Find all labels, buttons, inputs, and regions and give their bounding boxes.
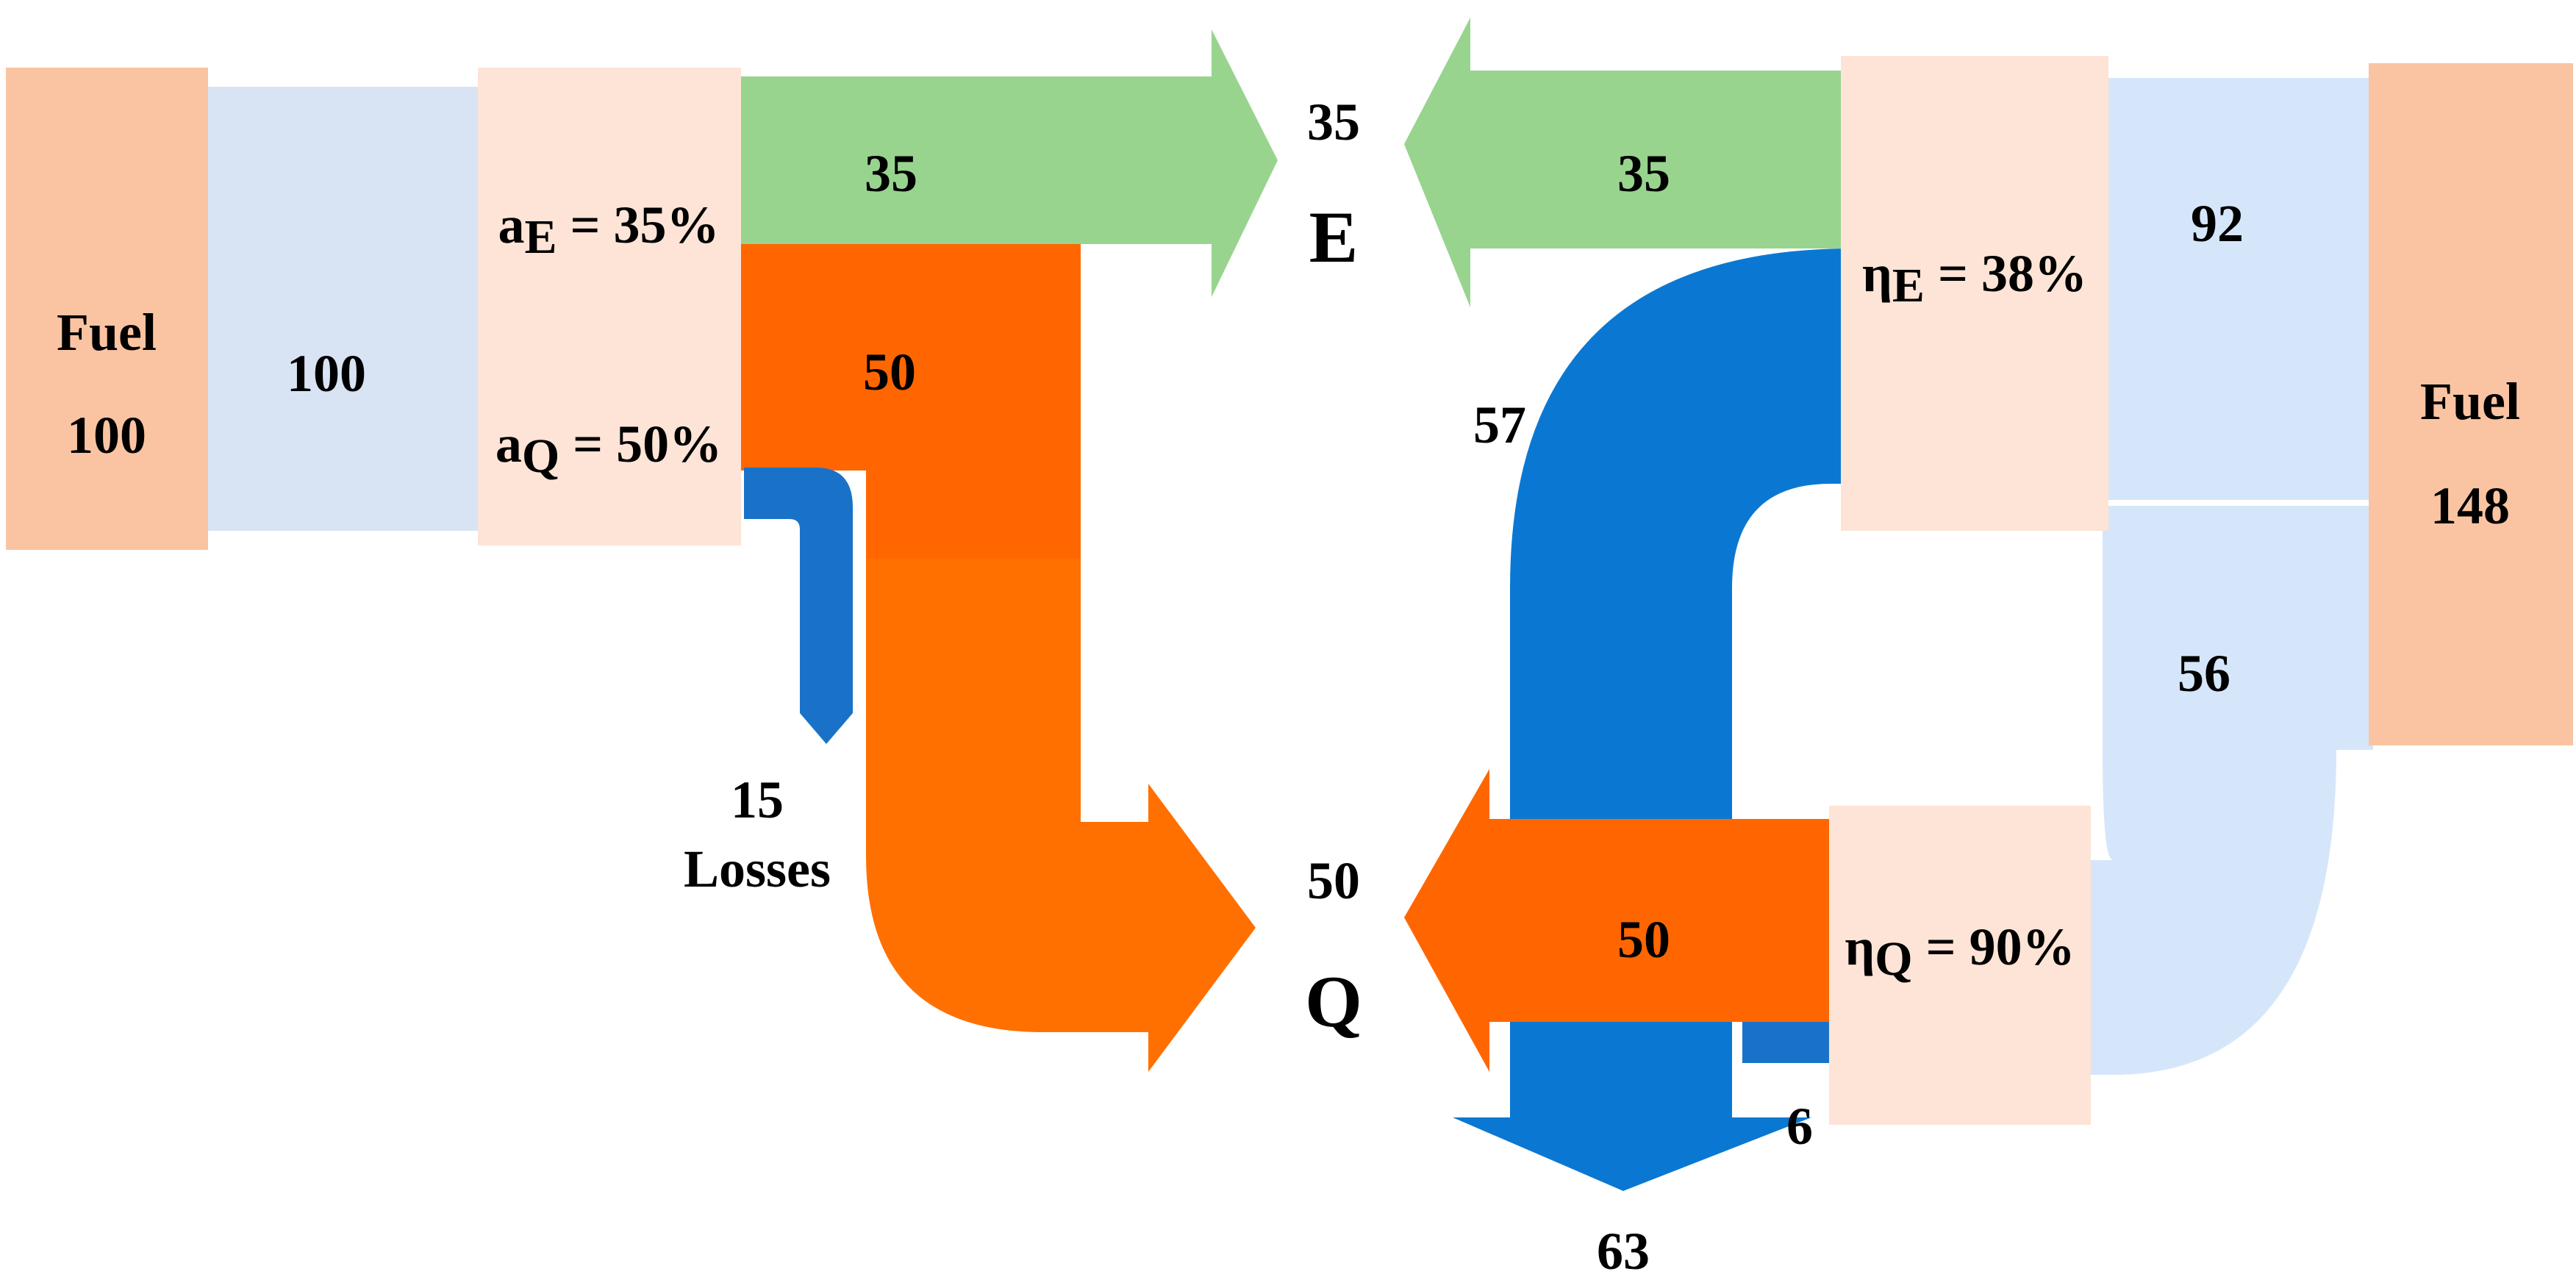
right-system: 57 6 63 50 35 ηE = 38% ηQ = 90% 92 56 Fu… <box>1404 18 2573 1281</box>
left-fuel-flow-value: 100 <box>287 344 366 403</box>
left-fuel-box <box>6 68 208 550</box>
right-heat-arrow <box>1404 769 1832 1072</box>
left-system: Fuel 100 100 50 15 Losses 35 aE = 35% aQ… <box>6 29 1278 1072</box>
electricity-output-value: 35 <box>1307 93 1360 151</box>
heat-output-value: 50 <box>1307 851 1360 910</box>
left-ratio-e: aE = 35% <box>498 196 719 264</box>
left-fuel-label: Fuel <box>57 303 157 362</box>
right-eff-q: ηQ = 90% <box>1845 917 2075 986</box>
electricity-output-symbol: E <box>1309 196 1359 278</box>
left-heat-flow-stem <box>866 559 1081 856</box>
left-heat-flow-lower <box>866 559 1256 1072</box>
right-eff-e-box <box>1841 56 2108 531</box>
right-fuel-label: Fuel <box>2420 372 2520 431</box>
right-heat-value: 50 <box>1617 910 1670 969</box>
left-electricity-arrow <box>741 29 1278 297</box>
right-fuel-value: 148 <box>2430 476 2510 535</box>
right-eff-e: ηE = 38% <box>1862 244 2087 312</box>
right-fuel-to-e-value: 92 <box>2191 194 2244 253</box>
left-ratio-box <box>478 68 741 545</box>
right-losses-e-value: 57 <box>1473 396 1526 454</box>
left-fuel-value: 100 <box>67 406 146 465</box>
left-electricity-value: 35 <box>865 144 917 203</box>
right-fuel-to-q-flow-band <box>2103 506 2373 748</box>
right-losses-q-value: 6 <box>1786 1097 1813 1156</box>
heat-output-symbol: Q <box>1305 961 1362 1042</box>
left-heat-flow-upper <box>741 244 1081 559</box>
right-losses-total-value: 63 <box>1597 1222 1650 1281</box>
right-fuel-to-q-value: 56 <box>2178 644 2230 703</box>
right-eff-q-box <box>1829 806 2091 1125</box>
right-fuel-to-q-flow-bend <box>2089 748 2336 1075</box>
left-fuel-flow <box>208 87 482 531</box>
right-electricity-arrow <box>1404 18 1841 307</box>
outputs: 35 E 50 Q <box>1305 93 1362 1042</box>
left-losses-label: Losses <box>684 840 831 898</box>
left-heat-value: 50 <box>863 343 916 401</box>
right-losses-q-pipe <box>1742 1022 1831 1063</box>
right-fuel-to-e-flow <box>2103 78 2373 500</box>
left-losses-pipe <box>744 468 853 744</box>
left-ratio-q: aQ = 50% <box>495 415 722 483</box>
right-electricity-value: 35 <box>1617 144 1670 203</box>
right-fuel-box <box>2369 63 2573 745</box>
left-losses-value: 15 <box>731 770 784 829</box>
